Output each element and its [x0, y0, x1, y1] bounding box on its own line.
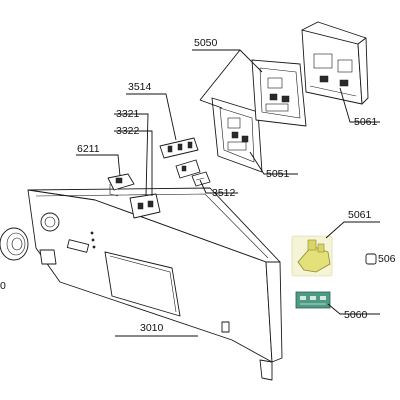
label-3321: 3321: [116, 108, 140, 120]
label-5061-right: 5061: [348, 209, 372, 221]
bracket-3514: [159, 137, 199, 159]
label-3010: 3010: [140, 322, 164, 334]
board-5060: [295, 291, 331, 309]
label-3514: 3514: [128, 81, 152, 93]
housing-5061: [301, 21, 369, 105]
label-0: 0: [0, 280, 6, 292]
bracket-3514-lower: [175, 159, 201, 179]
label-506: 506: [378, 253, 396, 265]
label-6211: 6211: [77, 143, 100, 155]
label-5061-top: 5061: [354, 116, 378, 128]
knob-part: [0, 227, 29, 261]
label-5060: 5060: [344, 309, 368, 321]
label-3512: 3512: [212, 187, 236, 199]
clip-3512: [191, 171, 211, 187]
yellow-part-5061: [291, 235, 333, 277]
switch-6211: [107, 173, 135, 197]
label-5050: 5050: [194, 37, 218, 49]
module-5051: [211, 97, 263, 173]
control-panel-3010: [27, 187, 283, 381]
leader-lines: [76, 49, 380, 337]
cap-506: [365, 253, 377, 265]
part-labels: 5050 5061 3514 3321 3322 6211 5051 3512 …: [0, 37, 396, 334]
label-5051: 5051: [266, 168, 290, 180]
bracket-3321-3322: [129, 193, 161, 219]
module-5050: [251, 59, 307, 127]
label-3322: 3322: [116, 125, 140, 137]
